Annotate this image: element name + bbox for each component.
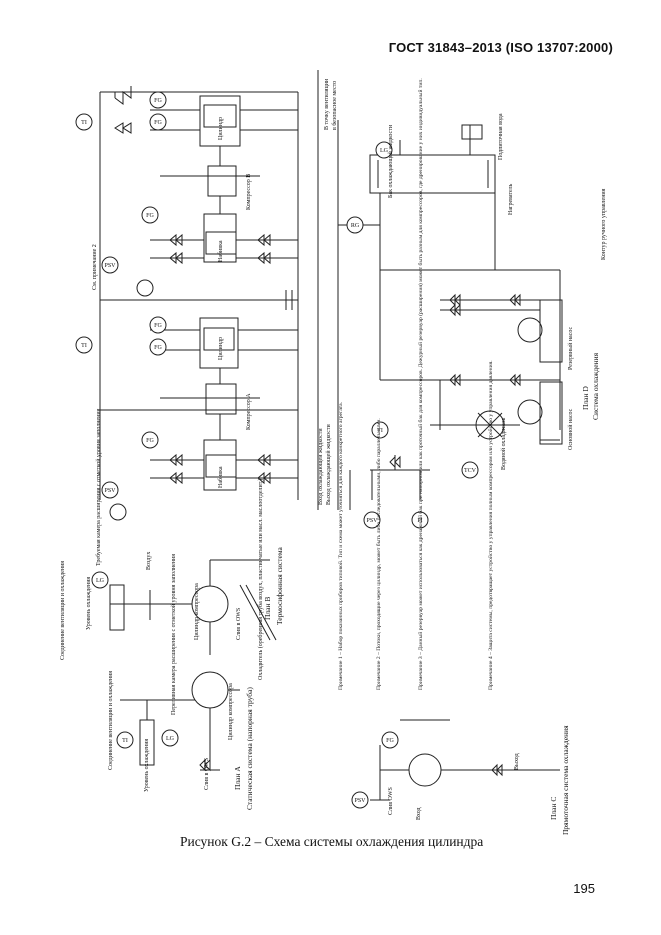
gland-label: Набивка [217, 240, 224, 262]
document-header: ГОСТ 31843–2013 (ISO 13707:2000) [388, 40, 613, 55]
ti-label: TI [81, 120, 87, 126]
ti-label: TI [377, 428, 383, 434]
plan-c-schematic [370, 719, 560, 801]
plan-b-level-label: Уровень охлаждения [86, 577, 92, 630]
tcv-label: TCV [464, 468, 477, 474]
plan-c-drain-label: Слив OWS [388, 787, 394, 815]
plan-b-connection-label: Соединение вентиляции и охлаждения [60, 561, 66, 660]
ti-label: TI [81, 343, 87, 349]
note-2: Примечание 2 – Потоки, проходящие через … [375, 418, 382, 690]
cooler-label: Водяной охладитель [500, 417, 507, 470]
cylinder-label: Цилиндр [218, 117, 224, 140]
heater-label: Нагреватель [508, 183, 514, 215]
plan-a-schematic [120, 671, 240, 771]
figure-caption: Рисунок G.2 – Схема системы охлаждения ц… [180, 834, 484, 849]
cylinder-label: Цилиндр [218, 337, 224, 360]
tank-label: Бак охлаждающей жидкости [387, 124, 394, 198]
plan-b-drain-label: Слив в OWS [236, 608, 242, 640]
plan-a-title: План А [233, 766, 242, 790]
note-1: Примечание 1 – Набор показанных приборов… [337, 401, 344, 690]
plan-a-overflow-label: Переливная камера расширения с отметкой … [170, 554, 177, 715]
makeup-label: Подпиточная вода [498, 113, 504, 160]
page-number: 195 [573, 881, 595, 896]
plan-c-subtitle: Прямоточная система охлаждения [561, 725, 570, 835]
standby-pump-label: Резервный насос [567, 327, 574, 371]
lg-label: LG [96, 578, 105, 584]
lg-label: LG [380, 148, 389, 154]
rg-label: RG [351, 223, 360, 229]
plan-b-cooler-label: Охладитель (оребренная труба воздух, пла… [257, 479, 264, 680]
plan-c-inlet-label: Вход [416, 807, 422, 820]
to-vent-label: В точку вентиляции [324, 78, 330, 130]
psv-label: PSV [104, 488, 116, 494]
plan-b-vent-label: Воздух [146, 552, 152, 570]
plan-a-drain-label: Слив в OWS [204, 758, 210, 790]
control-loop-label: Контур ручного управления [601, 188, 607, 260]
safe-place-label: в безопасное место [331, 81, 338, 130]
plan-b-cylinder-label: Цилиндр компрессора [194, 583, 200, 640]
psv-label: PSV [104, 263, 116, 269]
plan-d-system [338, 124, 563, 510]
plan-a-subtitle: Статическая система (напорная труба) [245, 687, 254, 810]
plan-d-title: План D [581, 386, 590, 410]
fg-label: FG [154, 120, 162, 126]
psv-label: PSV [366, 518, 378, 524]
plan-b-overflow-label: Требуемая камера расширения с отметкой у… [95, 408, 102, 566]
pi-label: PI [417, 518, 422, 524]
fg-label: FG [146, 438, 154, 444]
psv-label: PSV [354, 798, 366, 804]
plan-b-subtitle: Термосифонная система [275, 546, 284, 625]
plan-a-level-label: Уровень охлаждения [144, 739, 150, 792]
note-3: Примечание 3 – Данный резервуар может ис… [417, 78, 424, 690]
vent-note-label: См. примечание 2 [92, 244, 98, 290]
plan-b-title: План В [263, 597, 272, 620]
fg-label: FG [154, 345, 162, 351]
note-4: Примечание 4 – Защита системы, предотвра… [487, 360, 494, 690]
fg-label: FG [154, 323, 162, 329]
lg-label: LG [166, 736, 175, 742]
fg-label: FG [386, 738, 394, 744]
compressor-a-label: Компрессор А [246, 393, 252, 430]
coolant-inlet-label: Вход охлаждающей жидкости [317, 428, 324, 505]
compressor-b [99, 91, 299, 410]
plan-d-subtitle: Система охлаждения [591, 352, 600, 420]
ti-label: TI [122, 738, 128, 744]
plan-a-cylinder-label: Цилиндр компрессора [228, 683, 234, 740]
plan-b-schematic [109, 559, 277, 655]
compressor-a [99, 299, 299, 500]
coolant-outlet-label: Выход охлаждающей жидкости [325, 424, 332, 505]
plan-a-connection-label: Соединение вентиляции и охлаждения [108, 671, 114, 770]
main-pump-label: Основной насос [567, 408, 574, 450]
fg-label: FG [146, 213, 154, 219]
compressor-b-label: Компрессор В [246, 174, 252, 210]
gland-label: Набивка [217, 466, 224, 488]
fg-label: FG [154, 98, 162, 104]
plan-c-outlet-label: Выход [514, 753, 520, 770]
plan-c-title: План С [549, 797, 558, 820]
